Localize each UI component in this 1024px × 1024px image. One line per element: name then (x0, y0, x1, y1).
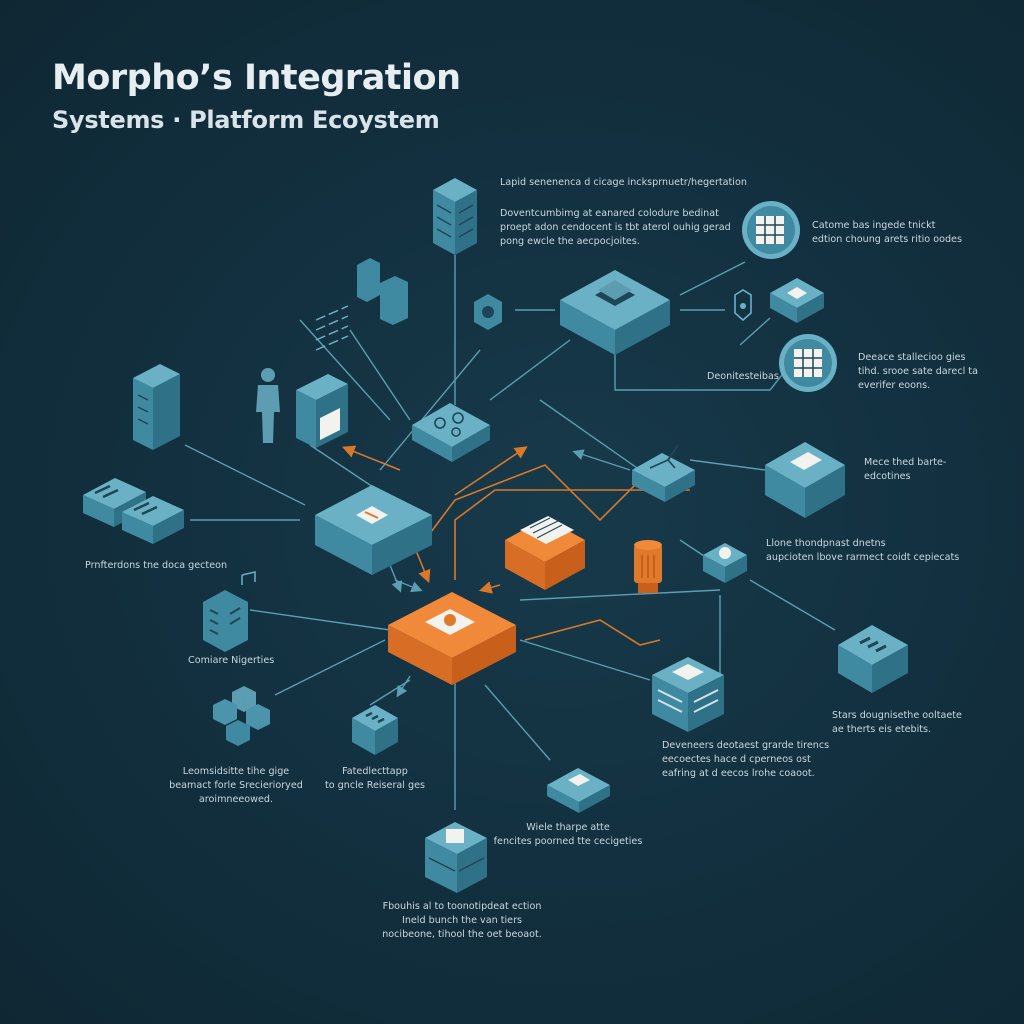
grid-node-top[interactable] (742, 201, 800, 259)
box-node-left[interactable] (352, 705, 398, 755)
tray-node[interactable] (770, 278, 824, 323)
label-left-2: Comiare Nigerties (188, 655, 274, 666)
label-top-center-desc-3: pong ewcle the aecpocjoites. (500, 236, 640, 247)
label-right-6-3: eafring at d eecos lrohe coaoot. (662, 768, 815, 779)
server-tower-left[interactable] (133, 364, 180, 450)
storage-node-right[interactable] (838, 625, 908, 693)
label-right-mid-1: Deeace stallecioo gies (858, 352, 966, 363)
page-title: Morpho’s Integration (52, 58, 461, 98)
label-bottom-3: nocibeone, tihool the oet beoaot. (382, 929, 542, 940)
stack-node-bottom[interactable] (425, 822, 487, 893)
label-right-mid-2: tihd. srooe sate darecl ta (858, 366, 978, 377)
shield-icon (734, 289, 752, 322)
label-right-mid-center: Deonitesteibas (707, 371, 779, 382)
page-subtitle: Systems · Platform Ecoystem (52, 106, 440, 134)
core-platform-node[interactable] (388, 592, 516, 685)
building-node[interactable] (652, 657, 724, 732)
label-right-3-2: edcotines (864, 471, 911, 482)
label-bottom-2: Ineld bunch the van tiers (402, 915, 522, 926)
document-node[interactable] (505, 516, 585, 590)
building-icon-left (203, 571, 256, 652)
label-left-3-2: beamact forle Srecierioryed (169, 780, 303, 791)
small-node-bottom[interactable] (547, 768, 610, 813)
grid-node-mid[interactable] (779, 334, 837, 392)
cubes-cluster-icon (213, 686, 270, 746)
connector-lines (184, 255, 836, 810)
flow-lines (342, 445, 690, 646)
gateway-icon (474, 294, 502, 330)
cloud-node[interactable] (765, 442, 845, 518)
label-top-center-desc-1: Doventcumbimg at eanared colodure bedina… (500, 208, 719, 219)
keyboard-node-left[interactable] (83, 478, 184, 544)
label-left-4-2: to gncle Reiseral ges (325, 780, 425, 791)
devices-icon (315, 258, 408, 351)
left-hub-node[interactable] (315, 485, 432, 575)
label-left-4-1: Fatedlecttapp (342, 766, 408, 777)
label-bottom-mid-1: Wiele tharpe atte (526, 822, 610, 833)
label-bottom-1: Fbouhis al to toonotipdeat ection (383, 901, 542, 912)
server-rack-node[interactable] (433, 178, 477, 255)
label-bottom-mid-2: fencites poorned tte cecigeties (494, 836, 643, 847)
label-left-3-3: aroimneeowed. (199, 794, 273, 805)
label-top-right-2: edtion choung arets ritio oodes (812, 234, 962, 245)
user-icon (256, 368, 280, 443)
label-right-3-1: Mece thed barte- (864, 457, 946, 468)
integration-node[interactable] (412, 403, 490, 462)
diagram-labels: Lapid senenenca d cicage incksprnuetr/he… (85, 177, 978, 940)
label-top-right-1: Catome bas ingede tnickt (812, 220, 936, 231)
document-stack-left[interactable] (296, 374, 348, 448)
label-right-mid-3: everifer eoons. (858, 380, 930, 391)
sensor-node[interactable] (632, 444, 695, 502)
label-top-center-desc-2: proept adon cendocent is tbt aterol ouhi… (500, 222, 731, 233)
label-right-5-2: ae therts eis etebits. (832, 724, 931, 735)
label-right-4-2: aupcioten lbove rarmect coidt cepiecats (766, 552, 959, 563)
label-right-6-1: Deveneers deotaest grarde tirencs (662, 740, 829, 751)
small-node-right[interactable] (703, 543, 747, 583)
label-right-6-2: eecoectes hace d cperneos ost (662, 754, 811, 765)
label-top-center-heading: Lapid senenenca d cicage incksprnuetr/he… (500, 177, 747, 188)
central-hub-node[interactable] (560, 270, 670, 355)
label-right-4-1: Llone thondpnast dnetns (766, 538, 886, 549)
label-right-5-1: Stars dougnisethe ooltaete (832, 710, 962, 721)
connector-device-icon[interactable] (634, 540, 662, 593)
label-left-3-1: Leomsidsitte tihe gige (183, 766, 289, 777)
label-left-1: Prnfterdons tne doca gecteon (85, 560, 227, 571)
